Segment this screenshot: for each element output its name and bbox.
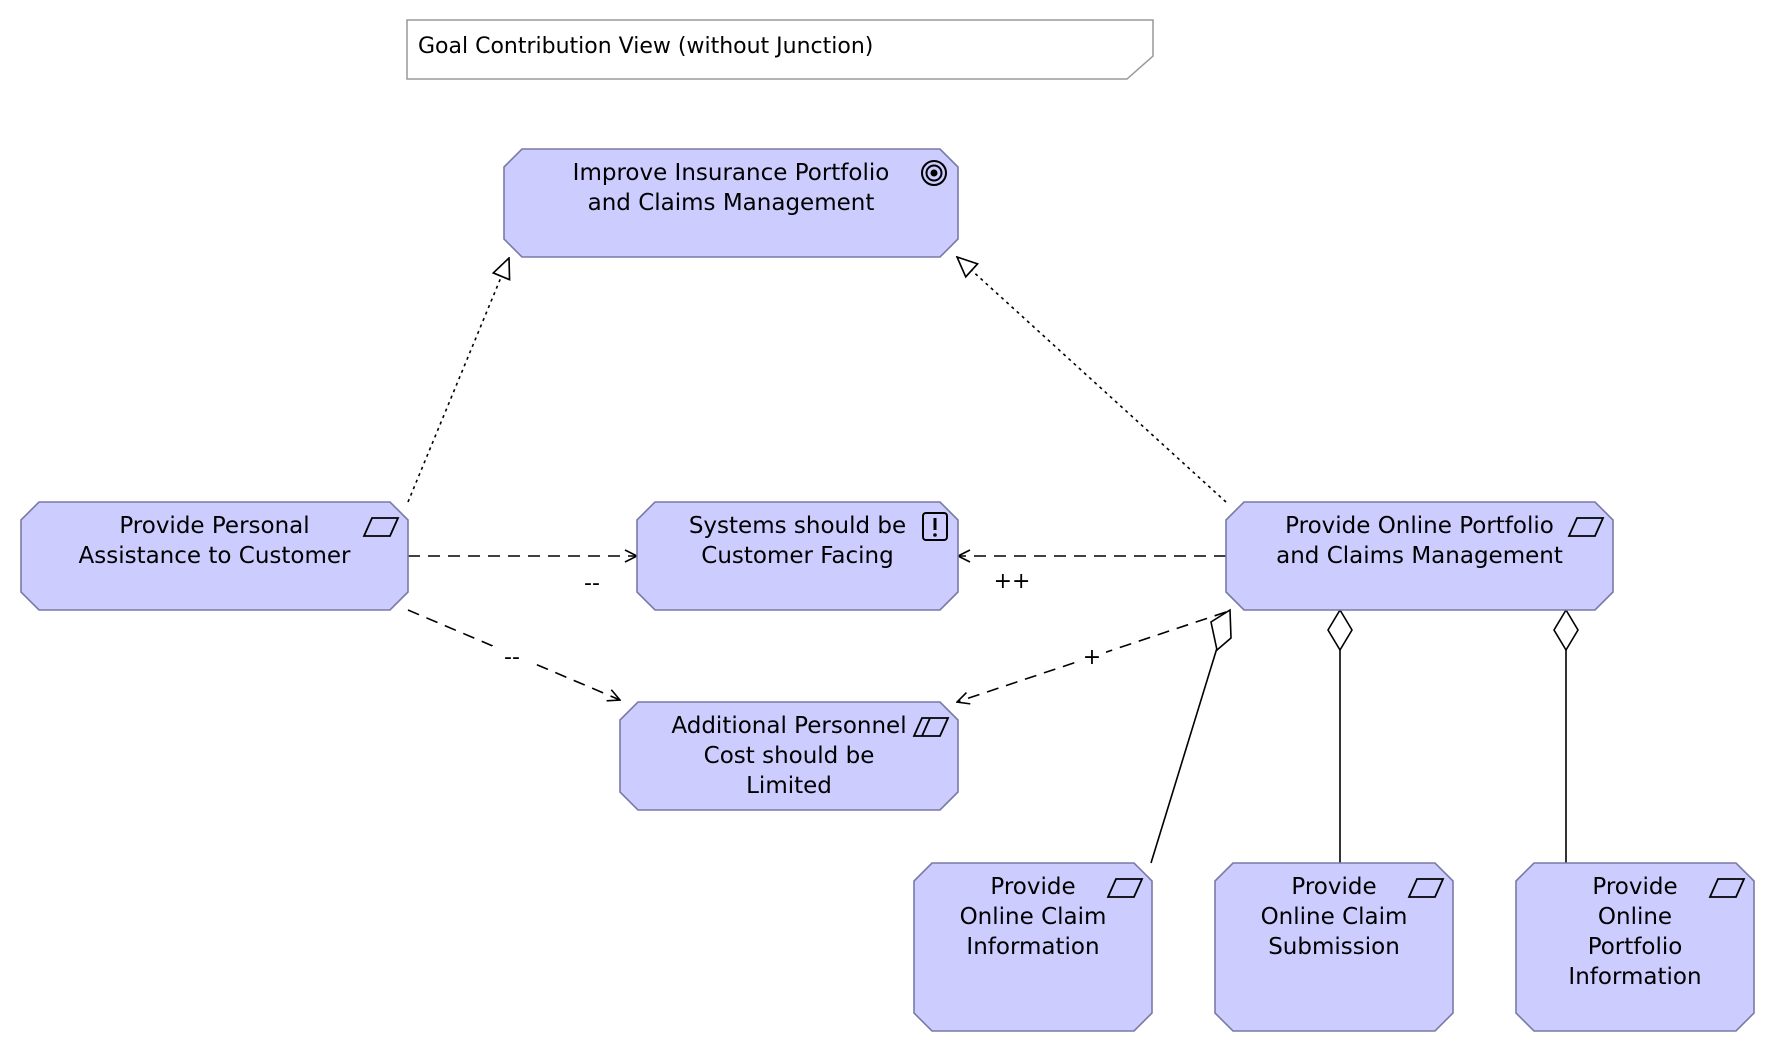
node-label-line: Provide [1592,874,1677,900]
view-title: Goal Contribution View (without Junction… [418,34,873,59]
aggregation-online-to-claim-info[interactable] [1150,647,1218,864]
goal-target-icon [921,160,947,186]
node-shape [619,701,959,811]
node-label-line: and Claims Management [588,190,875,216]
edge-labels: -- ++ -- + [492,569,1106,670]
requirement-parallelogram-icon [362,517,400,537]
node-label-line: Submission [1268,934,1400,960]
node-shape [1515,862,1755,1032]
node-label-line: Improve Insurance Portfolio [573,160,890,186]
principle-exclamation-icon [922,512,948,541]
influence-personal-to-cost[interactable] [407,609,620,700]
node-req-online[interactable]: Provide Online Portfolio and Claims Manag… [1225,501,1614,611]
node-shape [20,501,409,611]
node-shape [1225,501,1614,611]
node-label-line: Assistance to Customer [79,543,352,569]
nodes: Improve Insurance Portfolio and Claims Ma… [20,148,1755,1032]
node-label-line: Provide [1291,874,1376,900]
node-label-line: Online Claim [960,904,1107,930]
node-label-line: Additional Personnel [671,713,906,739]
edge-label-online-cost: + [1083,645,1101,670]
edge-label-personal-systems: -- [584,571,600,596]
node-shape [913,862,1153,1032]
node-shape [636,501,959,611]
node-label-line: Information [1568,964,1701,990]
edges [407,257,1579,864]
constraint-parallelogram-icon [912,717,950,737]
requirement-parallelogram-icon [1567,517,1605,537]
node-label-line: Cost should be [704,743,875,769]
node-label-line: Online Claim [1261,904,1408,930]
node-label-line: Online [1598,904,1672,930]
view-title-note: Goal Contribution View (without Junction… [406,19,1154,80]
requirement-parallelogram-icon [1106,878,1144,898]
requirement-parallelogram-icon [1708,878,1746,898]
node-label-line: Information [966,934,1099,960]
realization-online-to-goal[interactable] [957,257,1227,503]
node-shape [503,148,959,258]
edge-label-personal-cost: -- [504,645,520,670]
edge-label-online-systems: ++ [994,569,1031,594]
node-label-line: Provide [990,874,1075,900]
node-label-line: Systems should be [689,513,906,539]
aggregation-diamond-icon [1210,608,1232,652]
node-label-line: Provide Online Portfolio [1285,513,1554,539]
requirement-parallelogram-icon [1407,878,1445,898]
node-shape [1214,862,1454,1032]
node-label-line: Customer Facing [701,543,893,569]
node-label-line: Provide Personal [119,513,309,539]
realization-personal-to-goal[interactable] [407,258,509,503]
node-label-line: Limited [746,773,832,799]
node-goal[interactable]: Improve Insurance Portfolio and Claims Ma… [503,148,959,258]
node-label-line: and Claims Management [1276,543,1563,569]
node-label-line: Portfolio [1588,934,1683,960]
aggregation-diamond-icon [1553,608,1579,652]
node-principle-systems[interactable]: Systems should be Customer Facing [636,501,959,611]
aggregation-diamond-icon [1327,608,1353,652]
